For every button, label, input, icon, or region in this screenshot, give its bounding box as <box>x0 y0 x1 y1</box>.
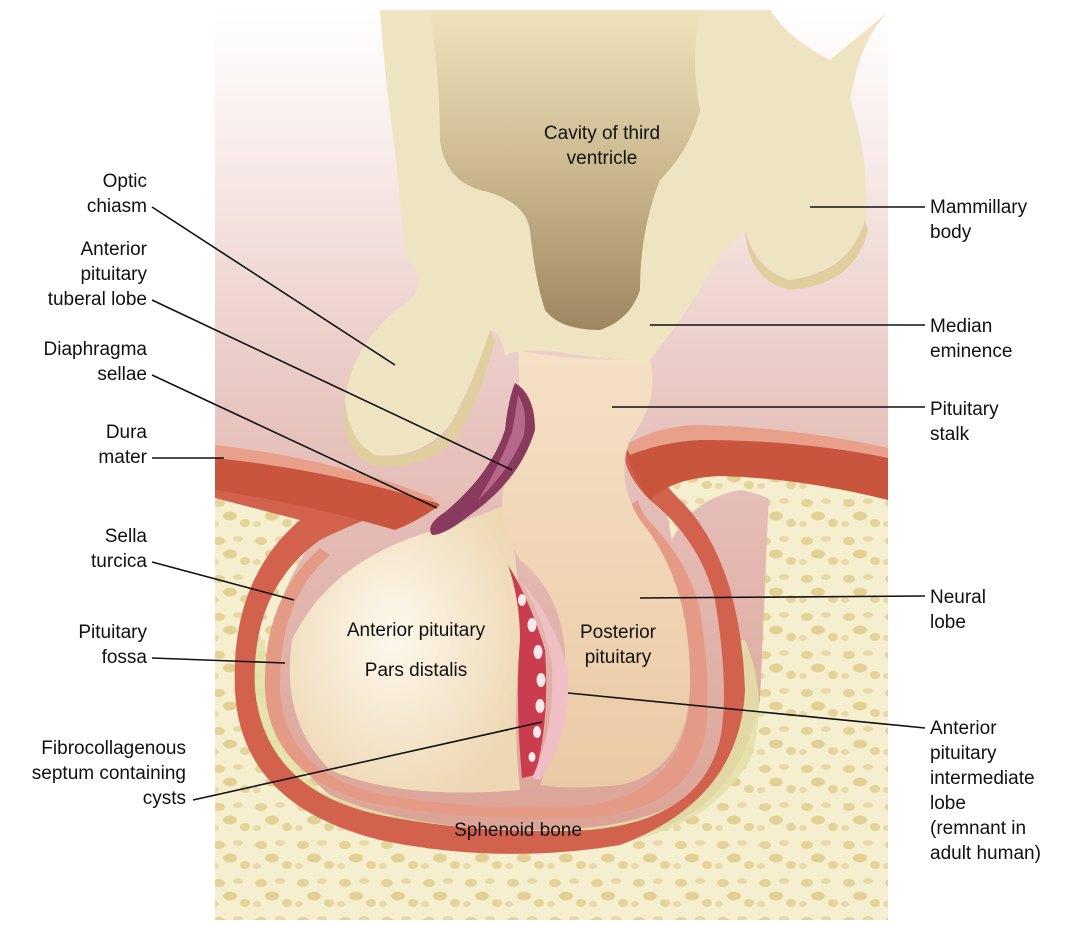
anterior-pituitary <box>289 505 520 793</box>
label-pituitary-stalk: Pituitary stalk <box>930 399 999 445</box>
label-pars-distalis: Pars distalis <box>364 660 468 681</box>
leader-lines <box>151 206 926 801</box>
label-sella-turcica: Sella turcica <box>91 526 147 572</box>
label-fibrocollagenous-septum: Fibrocollagenous septum containing cysts <box>31 738 186 809</box>
sphenoid-bone <box>215 466 888 920</box>
leader-intermediate-lobe <box>567 692 926 729</box>
tuberal-lobe-highlight <box>478 395 526 500</box>
leader-sella-turcica <box>151 561 295 601</box>
label-diaphragma-sellae: Diaphragma sellae <box>43 339 148 385</box>
leader-fibrocollagenous <box>192 721 543 801</box>
label-mammillary-body: Mammillary body <box>930 197 1028 243</box>
leader-optic-chiasm <box>151 206 396 366</box>
posterior-pituitary <box>502 350 690 788</box>
dura-top-right-edge <box>625 425 888 458</box>
dura-inner-layer <box>264 500 708 819</box>
label-anterior-pituitary: Anterior pituitary <box>346 620 486 641</box>
label-pituitary-fossa: Pituitary fossa <box>78 622 147 668</box>
tuberal-lobe <box>430 383 535 535</box>
dura-top-left <box>215 445 440 530</box>
leader-neural-lobe <box>639 595 926 599</box>
intermediate-lobe <box>520 580 569 780</box>
optic-chiasm-shadow <box>344 330 495 467</box>
label-posterior-pituitary: Posterior pituitary <box>579 622 657 668</box>
third-ventricle-cavity <box>430 12 700 330</box>
label-sphenoid-bone: Sphenoid bone <box>454 820 582 841</box>
leader-diaphragma-sellae <box>151 374 438 509</box>
dura-top-left-edge <box>215 445 436 503</box>
label-third-ventricle: Cavity of third ventricle <box>543 123 661 169</box>
leader-tuberal-lobe <box>151 299 513 471</box>
mammillary-shadow <box>745 220 868 290</box>
leader-pituitary-fossa <box>151 657 286 664</box>
label-tuberal-lobe: Anterior pituitary tuberal lobe <box>47 239 147 310</box>
label-dura-mater: Dura mater <box>98 422 147 468</box>
dura-top-right <box>625 430 888 500</box>
label-neural-lobe: Neural lobe <box>930 587 986 633</box>
septum-cysts <box>518 594 546 762</box>
label-median-eminence: Median eminence <box>930 316 1013 362</box>
label-intermediate-lobe: Anterior pituitary intermediate lobe (re… <box>930 718 1041 864</box>
label-optic-chiasm: Optic chiasm <box>86 171 147 217</box>
fibrocollagenous-septum <box>508 565 547 778</box>
